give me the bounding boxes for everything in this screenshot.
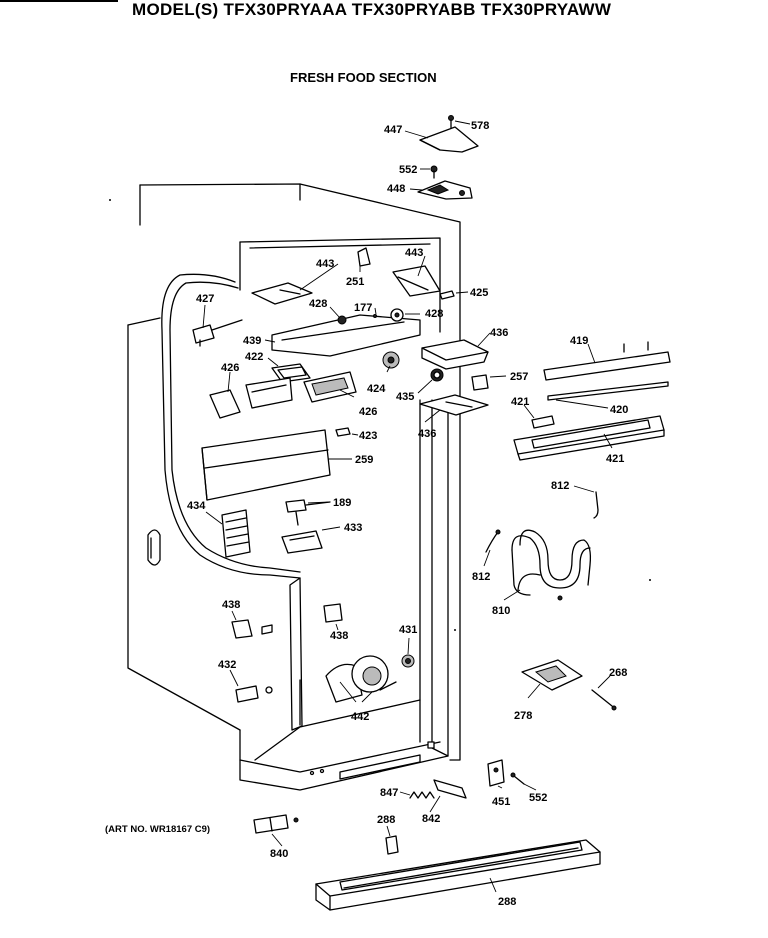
callout-438: 438 <box>330 630 348 642</box>
part-810-heater <box>511 529 592 601</box>
part-840-pads <box>253 814 299 834</box>
callout-443: 443 <box>316 258 334 270</box>
callout-434: 434 <box>187 500 206 512</box>
callout-288: 288 <box>498 896 516 908</box>
part-812-thermostat-bulb-a <box>593 491 599 519</box>
part-438-switch-left <box>231 619 273 639</box>
callout-423: 423 <box>359 430 377 442</box>
callout-424: 424 <box>367 383 386 395</box>
part-425-pin <box>439 290 455 300</box>
callout-189: 189 <box>333 497 351 509</box>
part-435-knob <box>430 368 444 382</box>
part-422-display <box>271 363 311 383</box>
callout-425: 425 <box>470 287 488 299</box>
part-257-switch <box>471 374 489 391</box>
callout-578: 578 <box>471 120 489 132</box>
callout-426: 426 <box>359 406 377 418</box>
callout-442: 442 <box>351 711 369 723</box>
callout-419: 419 <box>570 335 588 347</box>
part-268-screw <box>591 689 617 711</box>
callout-435: 435 <box>396 391 414 403</box>
callout-448: 448 <box>387 183 405 195</box>
callout-812: 812 <box>472 571 490 583</box>
part-436-housing <box>421 339 489 370</box>
part-439-panel <box>271 308 421 357</box>
part-842-bracket <box>433 779 467 799</box>
part-443-right-bracket <box>392 265 441 297</box>
callout-433: 433 <box>344 522 362 534</box>
callout-439: 439 <box>243 335 261 347</box>
callout-426: 426 <box>221 362 239 374</box>
part-443-left-bracket <box>251 282 313 305</box>
callout-421: 421 <box>606 453 624 465</box>
part-424-gear <box>382 351 400 369</box>
art-number: (ART NO. WR18167 C9) <box>105 824 211 835</box>
callout-447: 447 <box>384 124 402 136</box>
part-447-cover <box>419 126 479 153</box>
callout-labels: 578 447 552 448 443 251 443 425 427 428 … <box>187 120 628 908</box>
part-434-grille <box>221 509 251 558</box>
part-847-spring <box>409 791 435 799</box>
part-421-tray <box>513 415 665 461</box>
callout-268: 268 <box>609 667 627 679</box>
part-251-sensor <box>357 247 371 267</box>
part-431-nut <box>401 654 415 668</box>
part-436-plate <box>419 394 489 416</box>
part-438-switch-right <box>323 603 343 623</box>
part-812-thermostat-bulb-b <box>485 529 501 553</box>
callout-428: 428 <box>309 298 327 310</box>
part-552-screw <box>430 165 438 179</box>
callout-432: 432 <box>218 659 236 671</box>
part-278-bracket <box>521 659 583 691</box>
callout-840: 840 <box>270 848 288 860</box>
callout-288: 288 <box>377 814 395 826</box>
cabinet-body <box>109 183 651 791</box>
part-427-connector <box>192 319 243 347</box>
part-259-shelf <box>201 429 331 501</box>
callout-810: 810 <box>492 605 510 617</box>
part-420-rail <box>547 381 669 401</box>
part-578-screw <box>448 115 454 129</box>
page-title: MODEL(S) TFX30PRYAAA TFX30PRYABB TFX30PR… <box>132 0 612 19</box>
callout-420: 420 <box>610 404 628 416</box>
callout-552: 552 <box>399 164 417 176</box>
part-423-clip <box>335 427 351 437</box>
callout-278: 278 <box>514 710 532 722</box>
callout-259: 259 <box>355 454 373 466</box>
callout-443: 443 <box>405 247 423 259</box>
part-552-screw-b <box>510 772 525 785</box>
callout-251: 251 <box>346 276 364 288</box>
callout-177: 177 <box>354 302 372 314</box>
header-rule <box>0 0 118 2</box>
callout-436: 436 <box>490 327 508 339</box>
callout-842: 842 <box>422 813 440 825</box>
callout-257: 257 <box>510 371 528 383</box>
callout-436: 436 <box>418 428 436 440</box>
section-title: FRESH FOOD SECTION <box>290 70 437 85</box>
callout-427: 427 <box>196 293 214 305</box>
callout-421: 421 <box>511 396 529 408</box>
callout-428: 428 <box>425 308 443 320</box>
part-426-dispenser-trim <box>209 371 357 419</box>
part-451-hinge <box>487 759 505 787</box>
callout-812: 812 <box>551 480 569 492</box>
part-448-bracket <box>417 180 473 200</box>
leader-lines <box>202 120 613 893</box>
callout-847: 847 <box>380 787 398 799</box>
part-432-bulb <box>235 685 273 703</box>
callout-431: 431 <box>399 624 417 636</box>
callout-451: 451 <box>492 796 510 808</box>
part-421-clip <box>531 415 555 429</box>
part-189-fitting <box>285 499 331 526</box>
callout-422: 422 <box>245 351 263 363</box>
part-288-clip <box>385 835 399 855</box>
part-433-bracket <box>281 530 323 554</box>
part-442-damper <box>325 655 397 703</box>
callout-438: 438 <box>222 599 240 611</box>
callout-552: 552 <box>529 792 547 804</box>
part-419-rail <box>543 341 671 381</box>
part-288-grille <box>315 839 601 911</box>
